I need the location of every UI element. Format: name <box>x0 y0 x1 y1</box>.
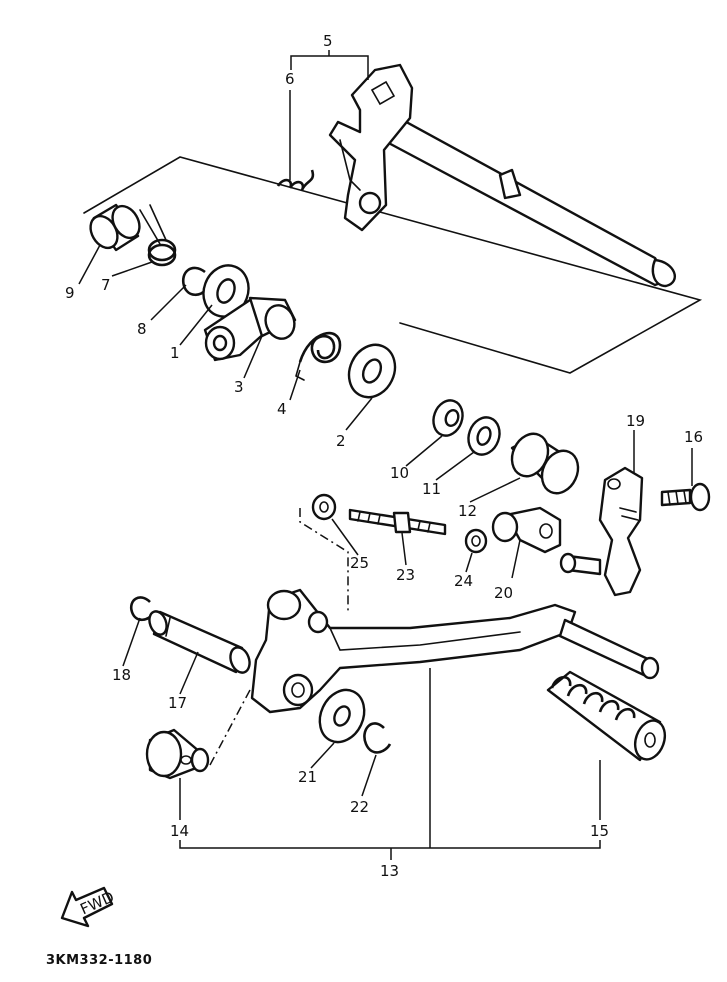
bushing <box>510 432 580 495</box>
callout-19: 19 <box>626 412 645 430</box>
callout-16: 16 <box>684 428 703 446</box>
washer-21 <box>318 688 366 744</box>
shift-pedal <box>250 588 660 714</box>
assembly-line-pivot <box>209 689 251 766</box>
circlip-22 <box>363 722 392 754</box>
callout-23: 23 <box>396 566 415 584</box>
callout-1: 1 <box>170 344 180 362</box>
leader-lines <box>78 50 693 860</box>
collar <box>89 203 141 252</box>
pinch-bolt <box>660 482 711 512</box>
callout-12: 12 <box>458 502 477 520</box>
torsion-spring <box>139 204 177 267</box>
rod-end <box>491 506 602 576</box>
small-spring <box>276 169 315 191</box>
callout-17: 17 <box>168 694 187 712</box>
shaft-group-outline <box>83 156 703 374</box>
washer-11 <box>467 416 501 456</box>
linkage-lever <box>598 466 644 597</box>
callout-14: 14 <box>170 822 189 840</box>
callout-5: 5 <box>323 32 333 50</box>
return-spring <box>295 331 342 381</box>
callout-6: 6 <box>285 70 295 88</box>
shift-shaft <box>328 63 677 288</box>
callout-13: 13 <box>380 862 399 880</box>
shift-lever-arm <box>203 296 297 362</box>
washer-upper <box>202 264 250 318</box>
callout-25: 25 <box>350 554 369 572</box>
circlip-upper <box>181 266 207 297</box>
nut-25 <box>311 493 337 521</box>
callout-15: 15 <box>590 822 609 840</box>
pivot-shaft <box>148 610 251 674</box>
callout-3: 3 <box>234 378 244 396</box>
washer-lower <box>347 343 397 399</box>
callout-2: 2 <box>336 432 346 450</box>
callout-7: 7 <box>101 276 111 294</box>
pedal-rubber <box>546 670 667 762</box>
callout-18: 18 <box>112 666 131 684</box>
oil-seal <box>432 399 464 437</box>
diagram-code: 3KM332-1180 <box>46 953 153 968</box>
fwd-label: FWD <box>77 888 116 919</box>
circlip-18 <box>129 596 154 622</box>
callout-20: 20 <box>494 584 513 602</box>
nut-24 <box>464 528 488 554</box>
callout-11: 11 <box>422 480 441 498</box>
callout-22: 22 <box>350 798 369 816</box>
fwd-arrow-icon: FWD <box>60 886 117 928</box>
callout-21: 21 <box>298 768 317 786</box>
callout-24: 24 <box>454 572 473 590</box>
callout-numbers: 1 2 3 4 5 6 7 8 9 10 11 12 13 14 15 16 1… <box>65 32 703 880</box>
pivot-bushing <box>145 728 210 780</box>
assembly-line-25 <box>299 508 349 612</box>
callout-8: 8 <box>137 320 147 338</box>
callout-9: 9 <box>65 284 75 302</box>
shift-rod <box>348 508 447 536</box>
callout-4: 4 <box>277 400 287 418</box>
callout-10: 10 <box>390 464 409 482</box>
